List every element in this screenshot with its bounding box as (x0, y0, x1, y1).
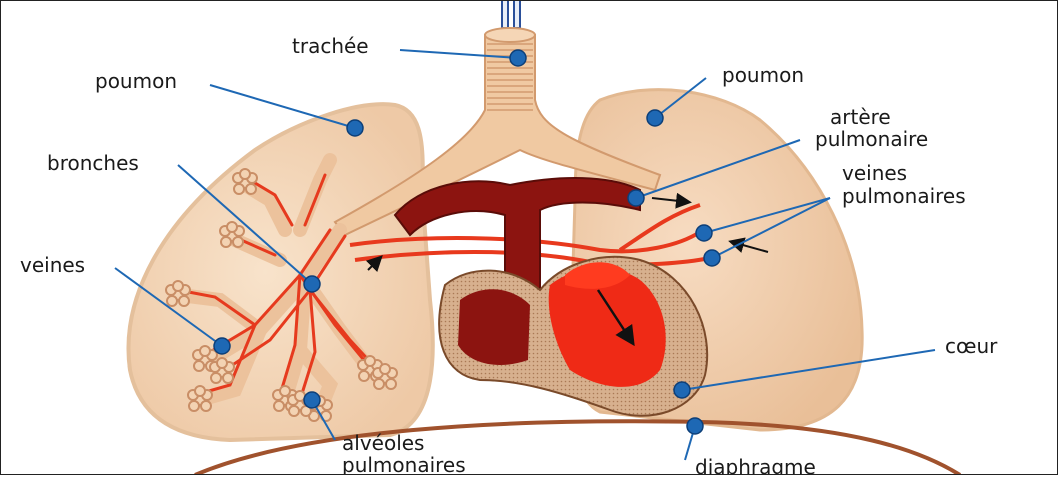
label-alveoles-2: pulmonaires (342, 453, 466, 475)
alveoles-dot (304, 392, 320, 408)
bronches-dot (304, 276, 320, 292)
label-poumon-right: poumon (722, 63, 804, 87)
label-artere-2: pulmonaire (815, 127, 928, 151)
oxygen-tube-icon (502, 0, 520, 28)
coeur-dot (674, 382, 690, 398)
label-veines: veines (20, 253, 85, 277)
label-trachee: trachée (292, 34, 369, 58)
label-veines-pulm-2: pulmonaires (842, 184, 966, 208)
label-artere-1: artère (830, 105, 891, 129)
veines-dot (214, 338, 230, 354)
label-bronches: bronches (47, 151, 139, 175)
artere-dot (628, 190, 644, 206)
diaphragme-dot (687, 418, 703, 434)
label-veines-pulm-1: veines (842, 161, 907, 185)
label-poumon-left: poumon (95, 69, 177, 93)
trachea-dot (510, 50, 526, 66)
label-diaphragme: diaphragme (695, 455, 816, 475)
heart (439, 257, 707, 416)
left-lung-dot (347, 120, 363, 136)
label-alveoles-1: alvéoles (342, 431, 424, 455)
label-coeur: cœur (945, 334, 998, 358)
right-lung-dot (647, 110, 663, 126)
veines-pulm-dot-2 (704, 250, 720, 266)
veines-pulm-dot-1 (696, 225, 712, 241)
